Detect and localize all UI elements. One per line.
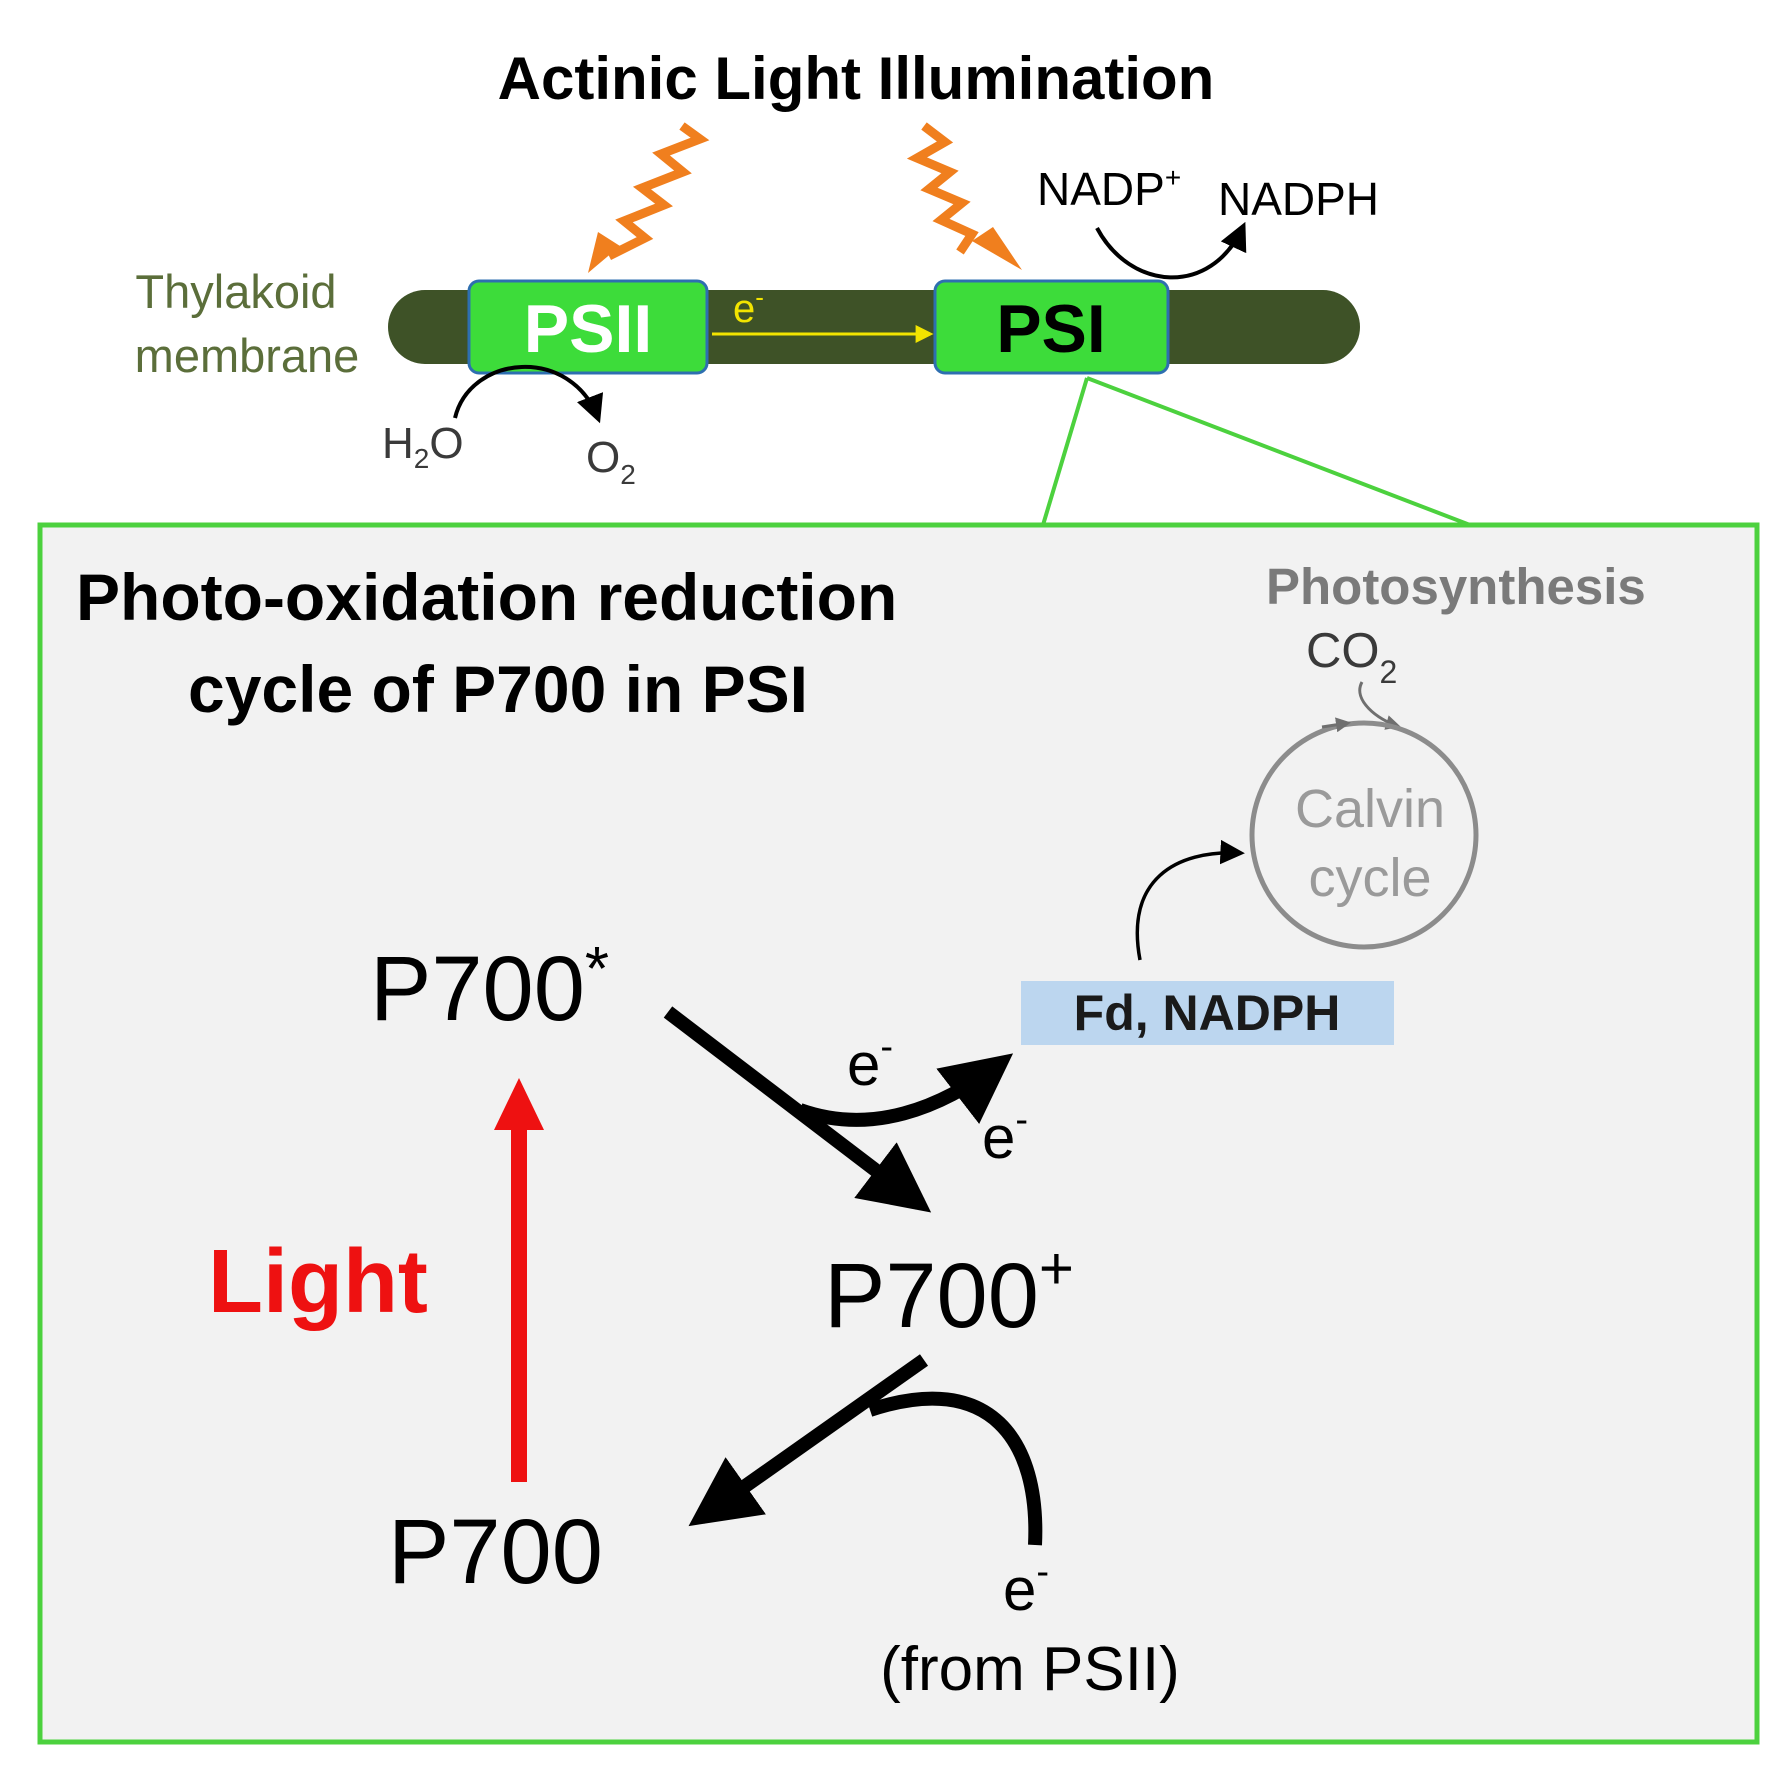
electron-from-psii-arrow <box>867 1391 1043 1546</box>
calvin-cycle-label: Calvin <box>1295 779 1445 839</box>
psii-box <box>467 279 709 375</box>
photon-icon <box>588 122 710 273</box>
panel-title: cycle of P700 in PSI <box>188 652 808 726</box>
p700-oxidation-arrow <box>663 1006 932 1213</box>
psi-label: PSI <box>996 291 1106 367</box>
water-splitting-arrow <box>453 365 604 424</box>
psii-label: PSII <box>524 291 653 367</box>
header-title: Actinic Light Illumination <box>498 45 1215 112</box>
p700-excited-label: P700* <box>370 935 609 1040</box>
p700-oxidized-label: P700+ <box>824 1235 1074 1347</box>
electron-label-membrane: e- <box>733 282 764 331</box>
electron-label: e- <box>847 1026 893 1098</box>
nadp-label: NADP+ <box>1037 162 1181 215</box>
thylakoid-label: Thylakoid <box>135 265 336 318</box>
nadph-label: NADPH <box>1218 173 1379 225</box>
o2-label: O2 <box>586 433 636 490</box>
psi-box <box>933 279 1170 375</box>
zoom-connector <box>40 377 1089 527</box>
co2-label: CO2 <box>1306 624 1397 690</box>
membrane-label: membrane <box>135 329 360 382</box>
photon-icon <box>906 122 1022 270</box>
electron-label: e- <box>1003 1551 1049 1623</box>
fd-to-calvin-arrow <box>1135 839 1245 961</box>
electron-label: e- <box>982 1099 1028 1171</box>
detail-panel <box>37 522 1760 1745</box>
calvin-cycle-label: cycle <box>1308 848 1431 908</box>
photosynthesis-label: Photosynthesis <box>1266 558 1646 615</box>
electron-to-fd-arrow <box>797 1053 1014 1127</box>
calvin-cycle-direction-marker <box>1321 717 1351 733</box>
from-psii-label: (from PSII) <box>880 1635 1180 1704</box>
nadp-reduction-arrow <box>1095 221 1247 280</box>
h2o-label: H2O <box>382 419 464 474</box>
fd-nadph-label: Fd, NADPH <box>1074 985 1341 1041</box>
fd-nadph-box <box>1021 981 1394 1045</box>
panel-title: Photo-oxidation reduction <box>76 560 897 634</box>
calvin-cycle-circle <box>1249 720 1479 950</box>
light-arrowhead <box>494 1078 544 1130</box>
light-label: Light <box>208 1232 428 1332</box>
p700-ground-label: P700 <box>388 1501 603 1603</box>
p700-reduction-arrow <box>688 1354 929 1527</box>
co2-fixation-arrow <box>1358 681 1401 730</box>
zoom-connector <box>1086 376 1757 527</box>
